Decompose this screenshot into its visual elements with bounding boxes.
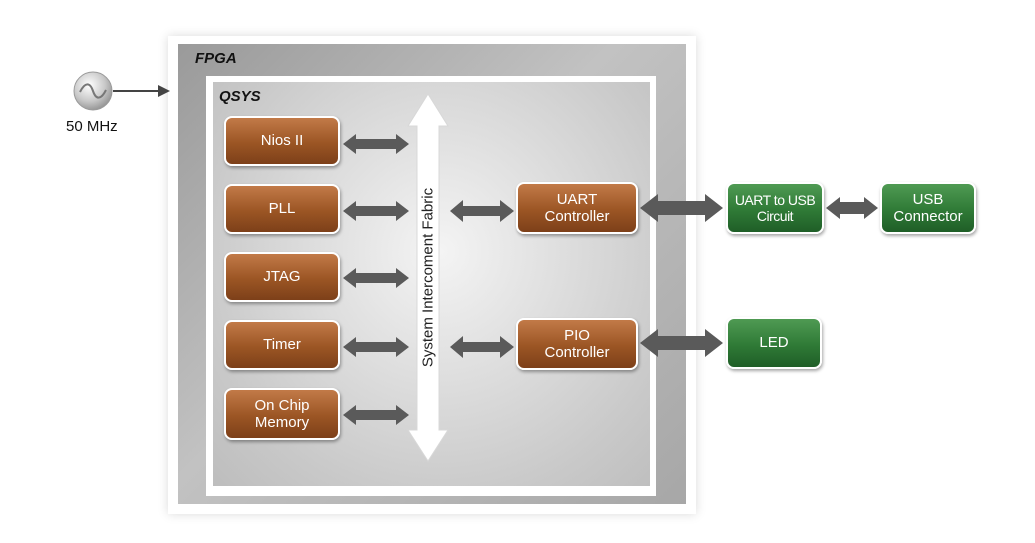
arrow-pll-fabric bbox=[343, 201, 409, 221]
timer-label: Timer bbox=[263, 336, 301, 354]
qsys-title: QSYS bbox=[219, 88, 261, 105]
usb-connector-line2: Connector bbox=[893, 208, 963, 225]
pll-label: PLL bbox=[268, 200, 296, 218]
usb-connector-line1: USB bbox=[912, 190, 944, 208]
uart-controller-line1: UART bbox=[556, 190, 598, 208]
uart-to-usb-line2: Circuit bbox=[756, 208, 794, 224]
onchip-memory-label-line1: On Chip bbox=[254, 396, 310, 414]
pio-controller-block: PIO Controller bbox=[516, 318, 638, 370]
arrow-uart-usbcircuit bbox=[640, 194, 723, 222]
usb-connector-block: USB Connector bbox=[880, 182, 976, 234]
pio-controller-line2: Controller bbox=[544, 344, 610, 361]
timer-block: Timer bbox=[224, 320, 340, 370]
jtag-block: JTAG bbox=[224, 252, 340, 302]
arrow-timer-fabric bbox=[343, 337, 409, 357]
fabric-label: System Intercoment Fabric bbox=[419, 187, 437, 368]
onchip-memory-block: On Chip Memory bbox=[224, 388, 340, 440]
clock-frequency-label: 50 MHz bbox=[66, 118, 118, 135]
jtag-label: JTAG bbox=[263, 268, 301, 286]
fabric-arrow bbox=[407, 93, 449, 462]
fpga-title: FPGA bbox=[195, 50, 237, 67]
arrow-pio-led bbox=[640, 329, 723, 357]
pio-controller-line1: PIO bbox=[564, 326, 590, 344]
uart-controller-line2: Controller bbox=[544, 208, 610, 225]
arrow-jtag-fabric bbox=[343, 268, 409, 288]
arrow-fabric-uart bbox=[450, 200, 514, 222]
uart-controller-block: UART Controller bbox=[516, 182, 638, 234]
niosii-label: Nios II bbox=[260, 132, 304, 150]
arrow-fabric-pio bbox=[450, 336, 514, 358]
onchip-memory-label-line2: Memory bbox=[254, 414, 310, 431]
led-block: LED bbox=[726, 317, 822, 369]
uart-to-usb-line1: UART to USB bbox=[734, 191, 816, 208]
clock-arrow bbox=[113, 85, 170, 97]
arrow-usbcircuit-connector bbox=[826, 197, 878, 219]
uart-to-usb-block: UART to USB Circuit bbox=[726, 182, 824, 234]
arrow-memory-fabric bbox=[343, 405, 409, 425]
pll-block: PLL bbox=[224, 184, 340, 234]
oscillator-icon bbox=[73, 71, 113, 111]
niosii-block: Nios II bbox=[224, 116, 340, 166]
arrow-niosii-fabric bbox=[343, 134, 409, 154]
led-label: LED bbox=[759, 334, 789, 352]
